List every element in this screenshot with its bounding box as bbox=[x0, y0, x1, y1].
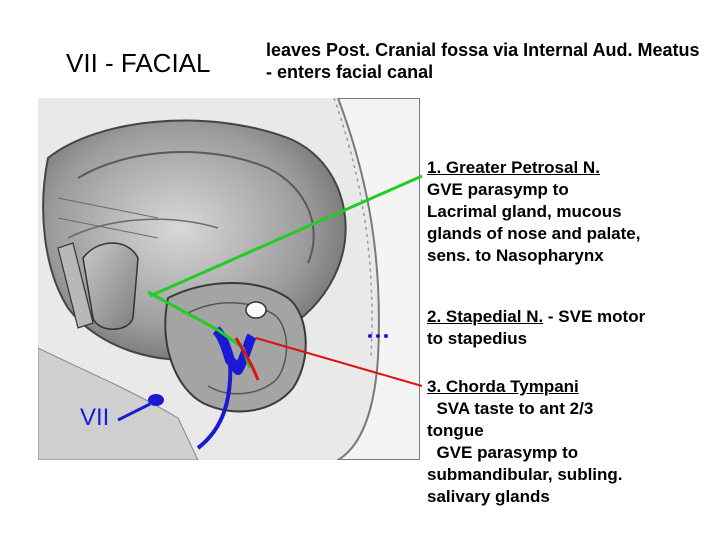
branch-name: 3. Chorda Tympani bbox=[427, 377, 579, 396]
contour-line bbox=[57, 217, 159, 239]
stapes-icon bbox=[245, 301, 267, 319]
branch-name: 1. Greater Petrosal N. bbox=[427, 158, 600, 177]
facial-nerve-descending bbox=[196, 359, 233, 450]
facial-nerve-exit bbox=[117, 402, 151, 422]
marker-dot bbox=[368, 334, 372, 338]
branch-line: to stapedius bbox=[427, 329, 528, 348]
marker-dot bbox=[384, 334, 388, 338]
lower-region bbox=[38, 347, 199, 460]
branch-line: tongue bbox=[427, 421, 484, 440]
slide-title: VII - FACIAL bbox=[66, 48, 211, 78]
figure-label-vii: VII bbox=[80, 404, 110, 431]
branch-line: salivary glands bbox=[427, 487, 550, 506]
stylomastoid-foramen-icon bbox=[148, 394, 164, 406]
contour-line bbox=[57, 197, 159, 219]
branch-line: submandibular, subling. bbox=[427, 465, 623, 484]
branch-stapedial: 2. Stapedial N. - SVE motor to stapedius bbox=[427, 306, 707, 350]
branch-line: glands of nose and palate, bbox=[427, 224, 641, 243]
ossicle-shape bbox=[82, 242, 139, 330]
branch-line: sens. to Nasopharynx bbox=[427, 246, 604, 265]
facial-nerve-path bbox=[212, 326, 257, 375]
branch-chorda-tympani: 3. Chorda Tympani SVA taste to ant 2/3 t… bbox=[427, 376, 707, 508]
branch-line: Lacrimal gland, mucous bbox=[427, 202, 622, 221]
marker-dot bbox=[376, 334, 380, 338]
slide-subtitle: leaves Post. Cranial fossa via Internal … bbox=[266, 40, 700, 82]
branch-line: SVA taste to ant 2/3 bbox=[427, 399, 594, 418]
branch-name: 2. Stapedial N. bbox=[427, 307, 544, 326]
tube-shape bbox=[57, 242, 94, 329]
branch-line: GVE parasymp to bbox=[427, 443, 579, 462]
branch-suffix: - SVE motor bbox=[543, 307, 646, 326]
branch-greater-petrosal: 1. Greater Petrosal N. GVE parasymp to L… bbox=[427, 157, 707, 267]
branch-line: GVE parasymp to bbox=[427, 180, 569, 199]
